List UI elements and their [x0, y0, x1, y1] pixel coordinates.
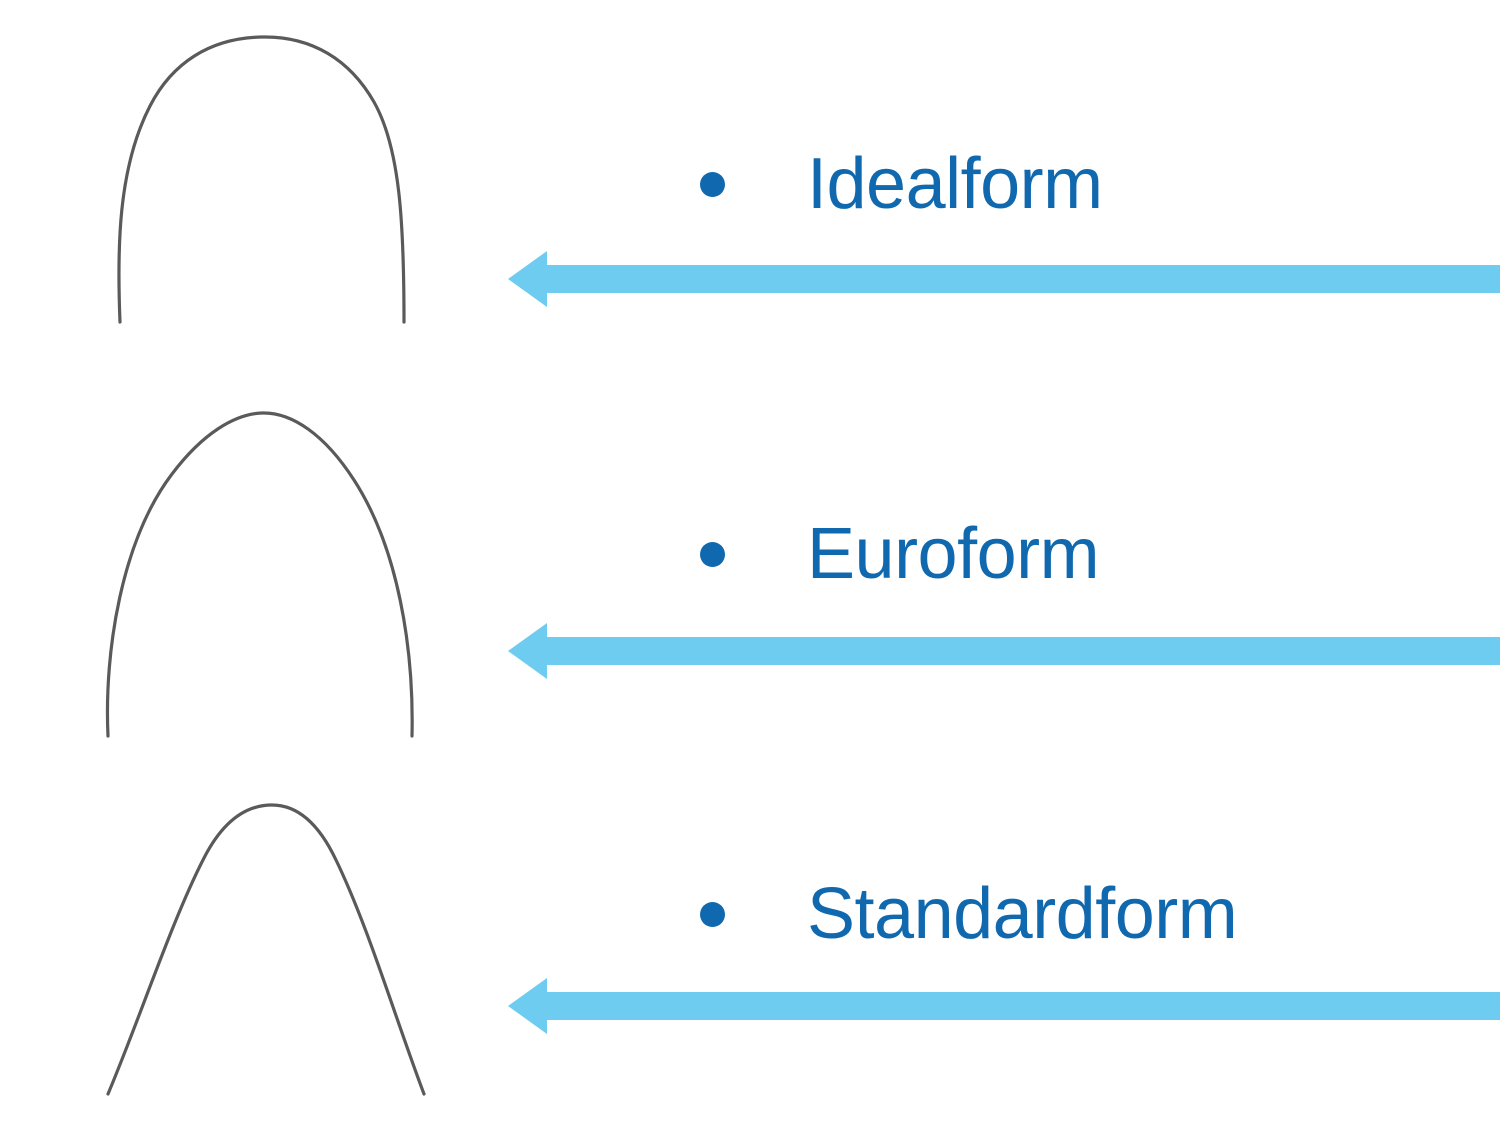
bullet-dot-icon: [700, 901, 725, 927]
arch-outline-standardform: [106, 803, 426, 1096]
bullet-item-idealform: Idealform: [700, 148, 1500, 220]
arrow-left-icon: [508, 251, 1500, 307]
arch-outline-euroform: [105, 411, 414, 738]
bullet-label-euroform: Euroform: [807, 514, 1100, 594]
arch-svg-euroform: [105, 411, 414, 738]
arrow-standardform: [505, 975, 1500, 1037]
arch-svg-idealform: [117, 35, 406, 324]
arrow-idealform: [505, 248, 1500, 310]
arch-diagram-euroform: [0, 400, 500, 750]
bullet-item-standardform: Standardform: [700, 878, 1500, 950]
bullet-label-standardform: Standardform: [807, 874, 1238, 954]
arrow-shape: [508, 251, 1500, 307]
arch-diagram-idealform: [0, 18, 500, 338]
arrow-left-icon: [508, 623, 1500, 679]
arch-diagram-standardform: [0, 788, 500, 1108]
arch-outline-idealform: [117, 35, 406, 324]
arrow-euroform: [505, 620, 1500, 682]
arrow-left-icon: [508, 978, 1500, 1034]
arrow-shape: [508, 978, 1500, 1034]
bullet-item-euroform: Euroform: [700, 518, 1500, 590]
bullet-dot-icon: [700, 541, 725, 567]
arch-svg-standardform: [106, 803, 426, 1096]
bullet-dot-icon: [700, 171, 725, 197]
arrow-shape: [508, 623, 1500, 679]
bullet-label-idealform: Idealform: [807, 144, 1103, 224]
